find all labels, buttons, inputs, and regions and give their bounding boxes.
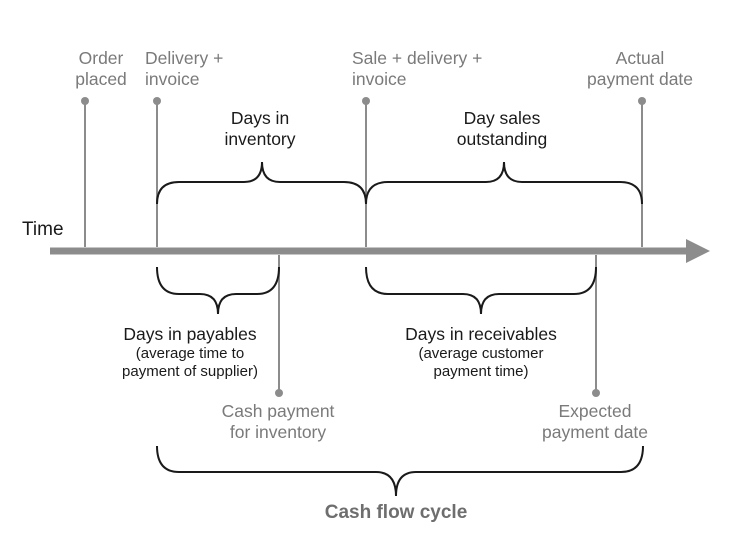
event-expected-payment-date: Expected payment date bbox=[541, 401, 649, 442]
event-order-placed: Order placed bbox=[75, 48, 127, 89]
marker-cash-payment-dot bbox=[275, 389, 283, 397]
days-in-payables-note-2: payment of supplier) bbox=[122, 363, 258, 380]
brace-days-in-receivables bbox=[365, 266, 597, 315]
brace-days-in-payables bbox=[156, 266, 280, 315]
period-days-in-receivables: Days in receivables (average customer pa… bbox=[405, 324, 557, 381]
event-delivery-invoice: Delivery + invoice bbox=[145, 48, 224, 89]
days-in-payables-title: Days in payables bbox=[123, 324, 257, 344]
brace-days-in-inventory bbox=[156, 161, 367, 205]
days-in-receivables-note-1: (average customer bbox=[418, 345, 544, 362]
marker-delivery-invoice-dot bbox=[153, 97, 161, 105]
days-in-receivables-note-2: payment time) bbox=[433, 363, 529, 380]
brace-cash-flow-cycle bbox=[156, 445, 644, 497]
period-days-in-inventory: Days in inventory bbox=[224, 108, 296, 149]
days-in-payables-note-1: (average time to bbox=[135, 345, 245, 362]
cash-flow-cycle-label: Cash flow cycle bbox=[324, 502, 468, 523]
event-cash-payment-for-inventory: Cash payment for inventory bbox=[221, 401, 335, 442]
marker-expected-payment-dot bbox=[592, 389, 600, 397]
event-actual-payment-date: Actual payment date bbox=[586, 48, 694, 89]
days-in-receivables-title: Days in receivables bbox=[405, 324, 557, 344]
period-day-sales-outstanding: Day sales outstanding bbox=[456, 108, 548, 149]
marker-actual-payment-dot bbox=[638, 97, 646, 105]
marker-order-placed-dot bbox=[81, 97, 89, 105]
period-days-in-payables: Days in payables (average time to paymen… bbox=[122, 324, 258, 381]
brace-day-sales-outstanding bbox=[365, 161, 643, 205]
time-label: Time bbox=[22, 219, 64, 240]
event-sale-delivery-invoice: Sale + delivery + invoice bbox=[352, 48, 483, 89]
marker-sale-delivery-invoice-dot bbox=[362, 97, 370, 105]
time-axis-arrowhead bbox=[686, 239, 710, 263]
